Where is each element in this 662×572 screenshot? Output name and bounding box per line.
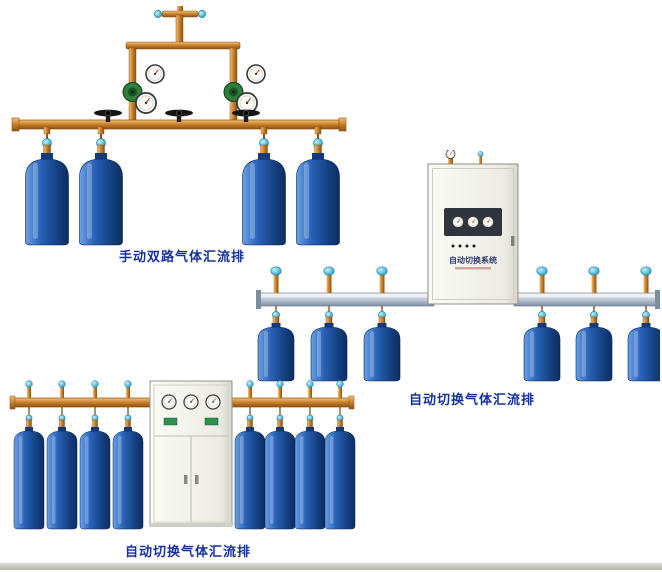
manifold-stations [270,266,652,293]
gas-cylinder [13,414,45,530]
indicator-green [163,417,178,426]
auto-switch-manifold-illustration-b [9,380,356,530]
control-cabinet [149,380,233,527]
caption-auto-switch-manifold-b: 自动切换气体汇流排 [124,545,251,560]
gas-cylinder [294,414,326,530]
manifold-stations [25,380,344,398]
pressure-gauge [183,394,199,410]
pressure-gauge [481,215,495,229]
pressure-gauge [445,150,456,159]
control-cabinet: 自动切换系统 [427,150,519,305]
bottom-edge-strip [0,563,662,570]
cabinet-door-handle [511,236,515,246]
auto-switch-manifold-illustration-a: 自动切换系统 [256,150,660,382]
gas-cylinder [79,138,123,246]
gas-cylinder [25,138,69,246]
cabinet-label: 自动切换系统 [449,255,497,265]
gas-cylinder [79,414,111,530]
pressure-gauge [161,394,177,410]
manual-dual-manifold-illustration [11,6,347,246]
indicator-green [204,417,219,426]
gas-cylinder [575,310,613,382]
gas-cylinder [264,414,296,530]
cabinet-door-handle [195,475,199,484]
caption-auto-switch-manifold-a: 自动切换气体汇流排 [408,393,535,408]
pressure-gauge [145,64,165,84]
gas-cylinder [363,310,401,382]
cabinet-door-handle [184,475,188,484]
pressure-gauge [246,64,266,84]
gas-cylinder [46,414,78,530]
gas-cylinder [324,414,356,530]
pressure-gauge [205,394,221,410]
caption-manual-dual-manifold: 手动双路气体汇流排 [118,250,245,265]
indicator-lights [451,244,476,248]
ball-valve-cap [198,10,206,18]
gas-cylinder [523,310,561,382]
gas-cylinder [234,414,266,530]
ball-valve-cap [477,151,484,157]
pressure-gauge [135,92,157,114]
gas-cylinder [257,310,295,382]
gas-cylinder [112,414,144,530]
pressure-gauge [466,215,480,229]
pressure-gauge [451,215,465,229]
ball-valve-cap [154,10,162,18]
gas-cylinder [627,310,660,382]
gas-cylinder [310,310,348,382]
